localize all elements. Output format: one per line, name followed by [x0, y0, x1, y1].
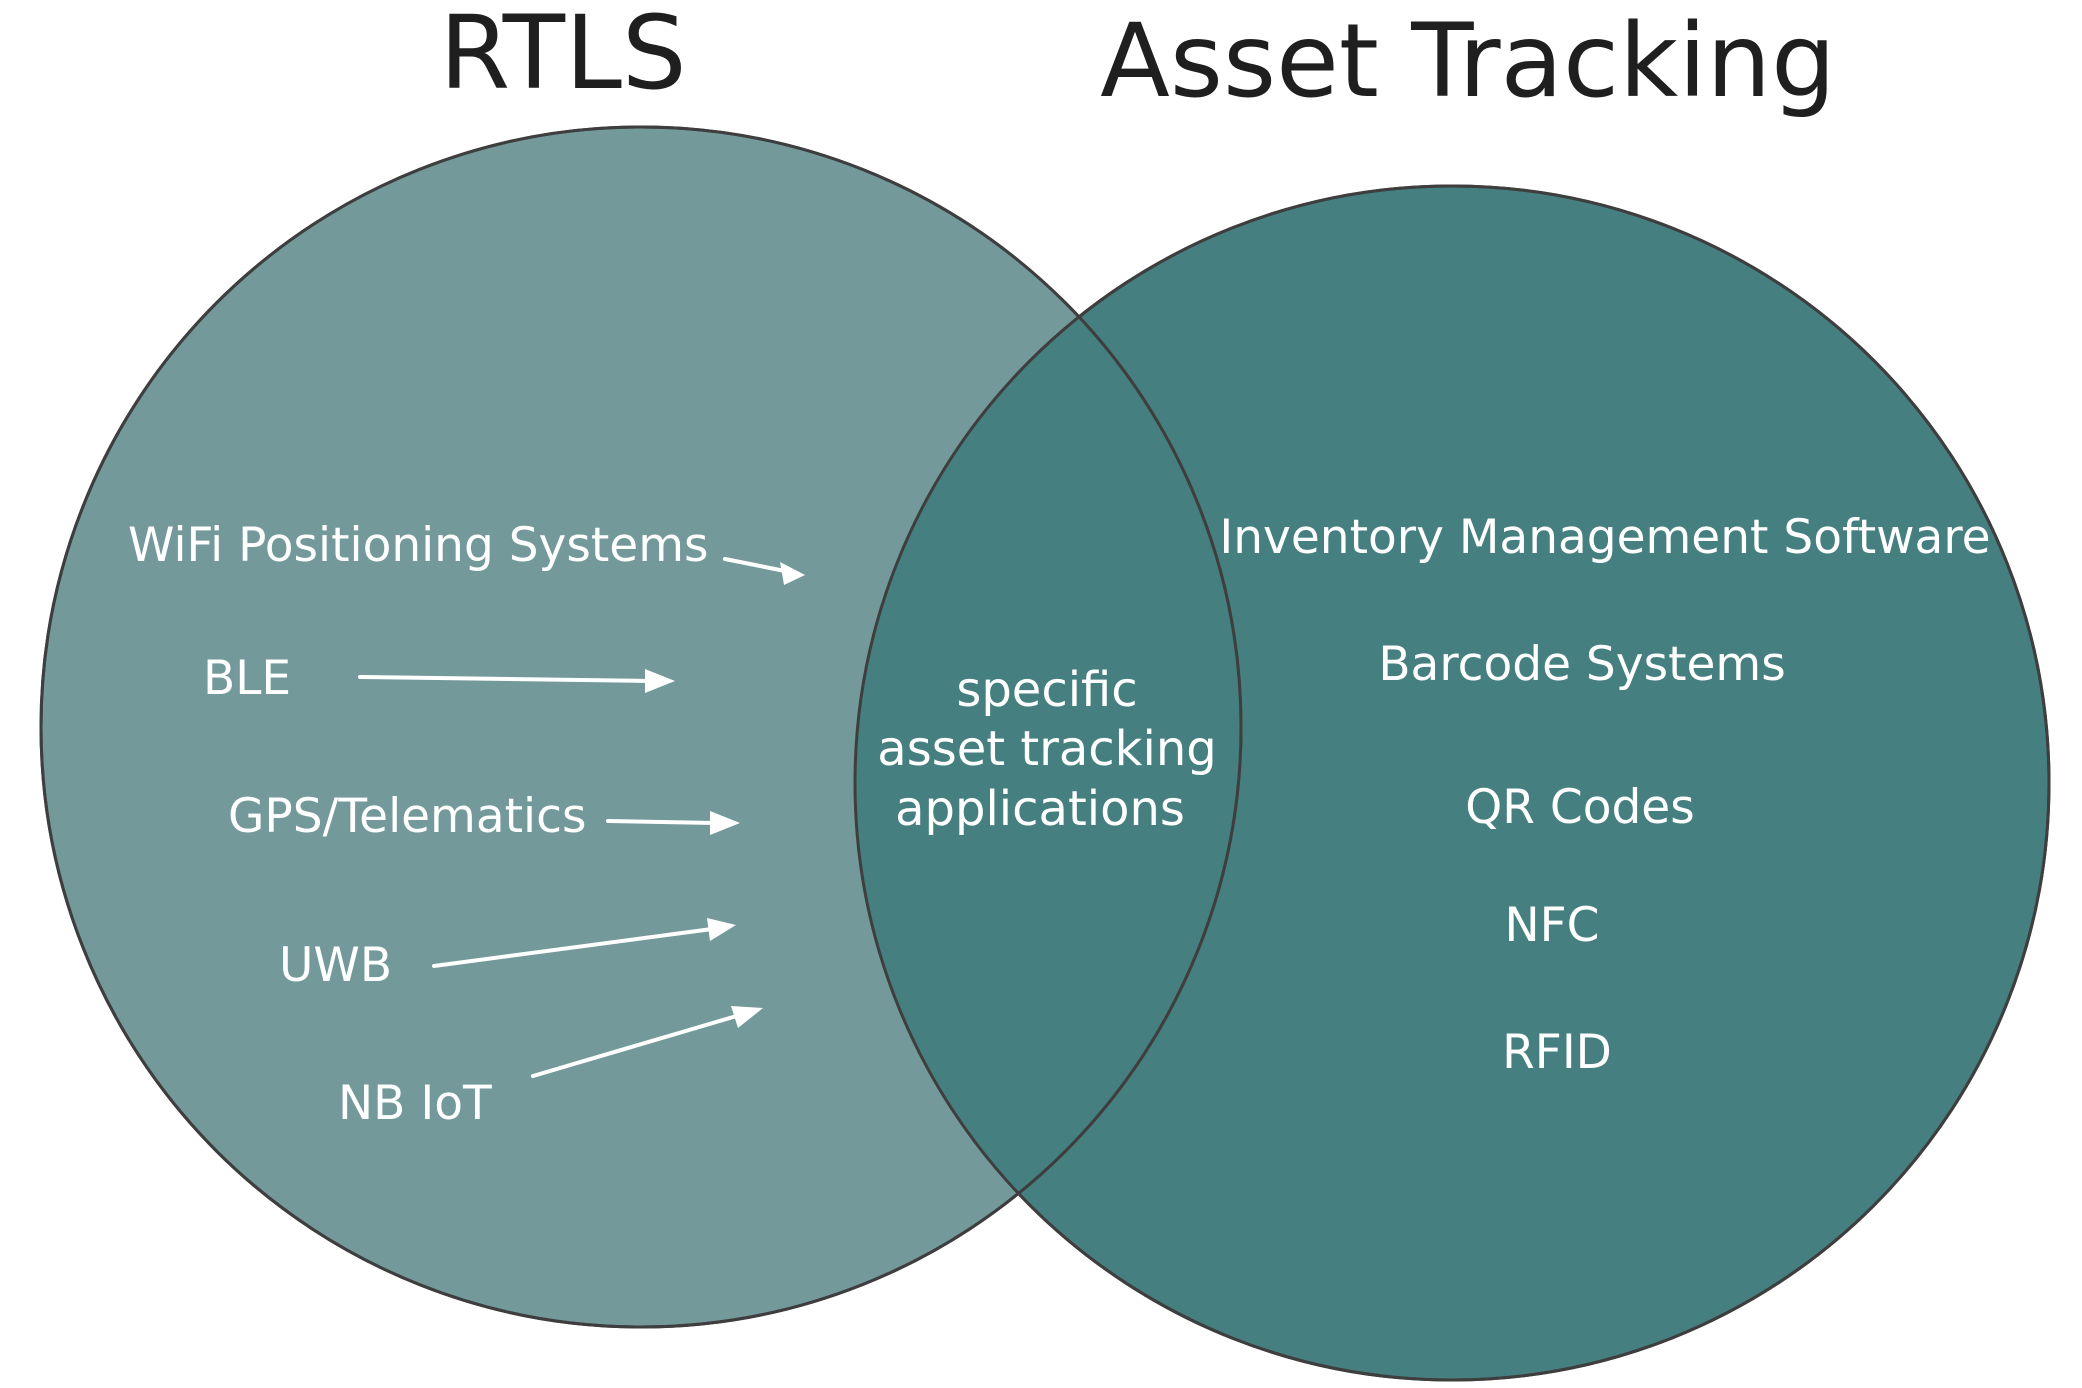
rtls-item-uwb: UWB [279, 938, 392, 993]
rtls-item-nbiot: NB IoT [338, 1076, 492, 1131]
arrow-nbiot [531, 1006, 763, 1078]
asset-item-rfid: RFID [1502, 1025, 1612, 1080]
rtls-item-wifi: WiFi Positioning Systems [128, 518, 708, 573]
arrow-ble [358, 669, 675, 693]
asset-item-barcode: Barcode Systems [1378, 637, 1785, 692]
asset-item-inventory: Inventory Management Software [1219, 510, 1990, 565]
intersection-line-1: specific [956, 662, 1137, 718]
asset-item-nfc: NFC [1504, 898, 1599, 953]
intersection-line-2: asset tracking [877, 721, 1216, 777]
rtls-title: RTLS [439, 0, 686, 113]
arrow-gps [606, 811, 740, 835]
rtls-item-ble: BLE [203, 651, 291, 706]
rtls-item-gps: GPS/Telematics [228, 789, 586, 844]
rtls-circle-outline [39, 125, 1243, 1329]
asset-tracking-title: Asset Tracking [1100, 2, 1836, 121]
asset-tracking-circle-outline [853, 184, 2051, 1382]
arrow-uwb [432, 918, 736, 968]
asset-item-qr: QR Codes [1465, 780, 1694, 835]
intersection-line-3: applications [895, 781, 1185, 837]
arrow-wifi [723, 557, 805, 585]
